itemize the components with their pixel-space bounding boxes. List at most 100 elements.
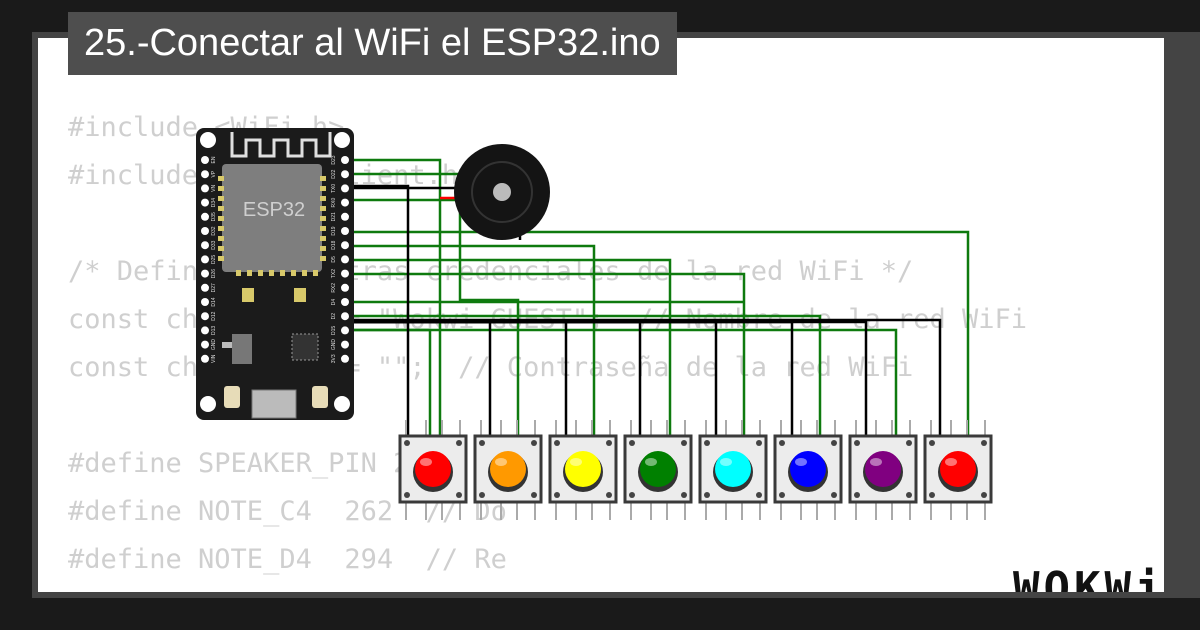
pin-left-d13[interactable]: [201, 326, 209, 335]
pushbutton-red-2[interactable]: [923, 420, 993, 520]
wire[interactable]: [345, 328, 432, 436]
wire[interactable]: [205, 230, 970, 436]
button-cap: [865, 451, 901, 487]
pin-left-d26[interactable]: [201, 269, 209, 278]
wokwi-logo[interactable]: WOKWi: [1013, 563, 1164, 593]
wire[interactable]: [345, 318, 942, 436]
pushbuttons: [398, 420, 993, 520]
pin-right-d4[interactable]: [341, 298, 349, 306]
button-cap: [640, 451, 676, 487]
pin-right-d21[interactable]: [341, 212, 349, 221]
boot-button[interactable]: [312, 386, 328, 408]
pin-left-d35[interactable]: [201, 212, 209, 221]
esp32-board[interactable]: ESP32 ENVPVND34D35D32D33D25D26D27D14D12D…: [196, 128, 354, 420]
en-button[interactable]: [224, 386, 240, 408]
pin-left-d33[interactable]: [201, 241, 209, 250]
buzzer-center: [493, 183, 511, 201]
pin-label: D13: [211, 326, 217, 335]
pin-label: D33: [211, 240, 217, 249]
pin-label: D34: [211, 198, 217, 207]
wire[interactable]: [345, 320, 718, 436]
module-shield: [222, 164, 322, 272]
code-background: #include <WiFi.h>#include <PubSubClient.…: [68, 104, 1027, 592]
pushbutton-cyan[interactable]: [698, 420, 768, 520]
pin-right-tx0[interactable]: [341, 184, 349, 193]
pin-label: D5: [331, 256, 337, 263]
wire[interactable]: [345, 320, 568, 436]
pin-left-d25[interactable]: [201, 255, 209, 264]
button-cap: [790, 451, 826, 487]
pin-right-d2[interactable]: [341, 312, 349, 321]
buzzer[interactable]: [454, 144, 550, 240]
pin-label: D14: [211, 297, 217, 306]
pin-left-vin[interactable]: [201, 354, 209, 363]
pad-2: [294, 288, 306, 302]
pin-label: 3V3: [331, 354, 337, 363]
pin-right-d23[interactable]: [341, 156, 349, 164]
button-cap: [415, 451, 451, 487]
pin-label: D35: [211, 212, 217, 221]
pushbutton-purple[interactable]: [848, 420, 918, 520]
pin-left-d27[interactable]: [201, 283, 209, 292]
pin-label: D15: [331, 326, 337, 335]
wire[interactable]: [345, 320, 794, 436]
pushbutton-yellow[interactable]: [548, 420, 618, 520]
pin-right-d22[interactable]: [341, 170, 349, 179]
pin-label: D2: [331, 313, 337, 320]
pin-label: D26: [211, 269, 217, 278]
wire[interactable]: [345, 320, 492, 436]
pad-1: [242, 288, 254, 302]
wire[interactable]: [345, 328, 898, 436]
wire[interactable]: [345, 320, 868, 436]
pushbutton-orange[interactable]: [473, 420, 543, 520]
pin-label: D19: [331, 226, 337, 235]
wire[interactable]: [345, 272, 746, 436]
wire[interactable]: [345, 158, 442, 436]
pin-right-d5[interactable]: [341, 255, 349, 264]
pin-label: D23: [331, 155, 337, 164]
project-title: 25.-Conectar al WiFi el ESP32.ino: [68, 12, 677, 75]
pin-label: D25: [211, 255, 217, 264]
pin-left-d34[interactable]: [201, 198, 209, 207]
pin-right-3v3[interactable]: [341, 354, 349, 363]
pin-right-tx2[interactable]: [341, 269, 349, 278]
pin-left-en[interactable]: [201, 156, 209, 164]
pushbutton-red[interactable]: [398, 420, 468, 520]
button-cap: [715, 451, 751, 487]
wire[interactable]: [345, 320, 642, 436]
wire[interactable]: [345, 184, 410, 436]
pin-label: GND: [211, 339, 217, 351]
hole-tr: [334, 132, 350, 148]
wire[interactable]: [345, 314, 822, 436]
pin-right-d15[interactable]: [341, 326, 349, 335]
hole-bl: [200, 396, 216, 412]
usb-chip: [291, 333, 319, 361]
regulator-pin: [222, 342, 232, 348]
pin-right-rx0[interactable]: [341, 198, 349, 207]
pin-right-rx2[interactable]: [341, 283, 349, 292]
pin-label: GND: [331, 339, 337, 351]
pushbutton-blue[interactable]: [773, 420, 843, 520]
pin-left-vp[interactable]: [201, 170, 209, 179]
wire[interactable]: [345, 172, 520, 436]
pin-left-d14[interactable]: [201, 298, 209, 306]
pin-label: D12: [211, 311, 217, 320]
pin-left-d12[interactable]: [201, 312, 209, 321]
pin-right-d18[interactable]: [341, 241, 349, 250]
pin-label: TX0: [331, 184, 337, 193]
module-pins: [218, 176, 326, 276]
hole-br: [334, 396, 350, 412]
pin-left-d32[interactable]: [201, 227, 209, 235]
button-cap: [490, 451, 526, 487]
pin-right-gnd[interactable]: [341, 340, 349, 349]
pin-right-d19[interactable]: [341, 227, 349, 235]
button-cap: [565, 451, 601, 487]
wire[interactable]: [345, 258, 672, 436]
pin-left-vn[interactable]: [201, 184, 209, 193]
simulation-canvas[interactable]: #include <WiFi.h>#include <PubSubClient.…: [38, 38, 1164, 592]
pin-left-gnd[interactable]: [201, 340, 209, 349]
button-cap: [940, 451, 976, 487]
wire[interactable]: [345, 244, 596, 436]
pin-label: D22: [331, 169, 337, 178]
pushbutton-green[interactable]: [623, 420, 693, 520]
